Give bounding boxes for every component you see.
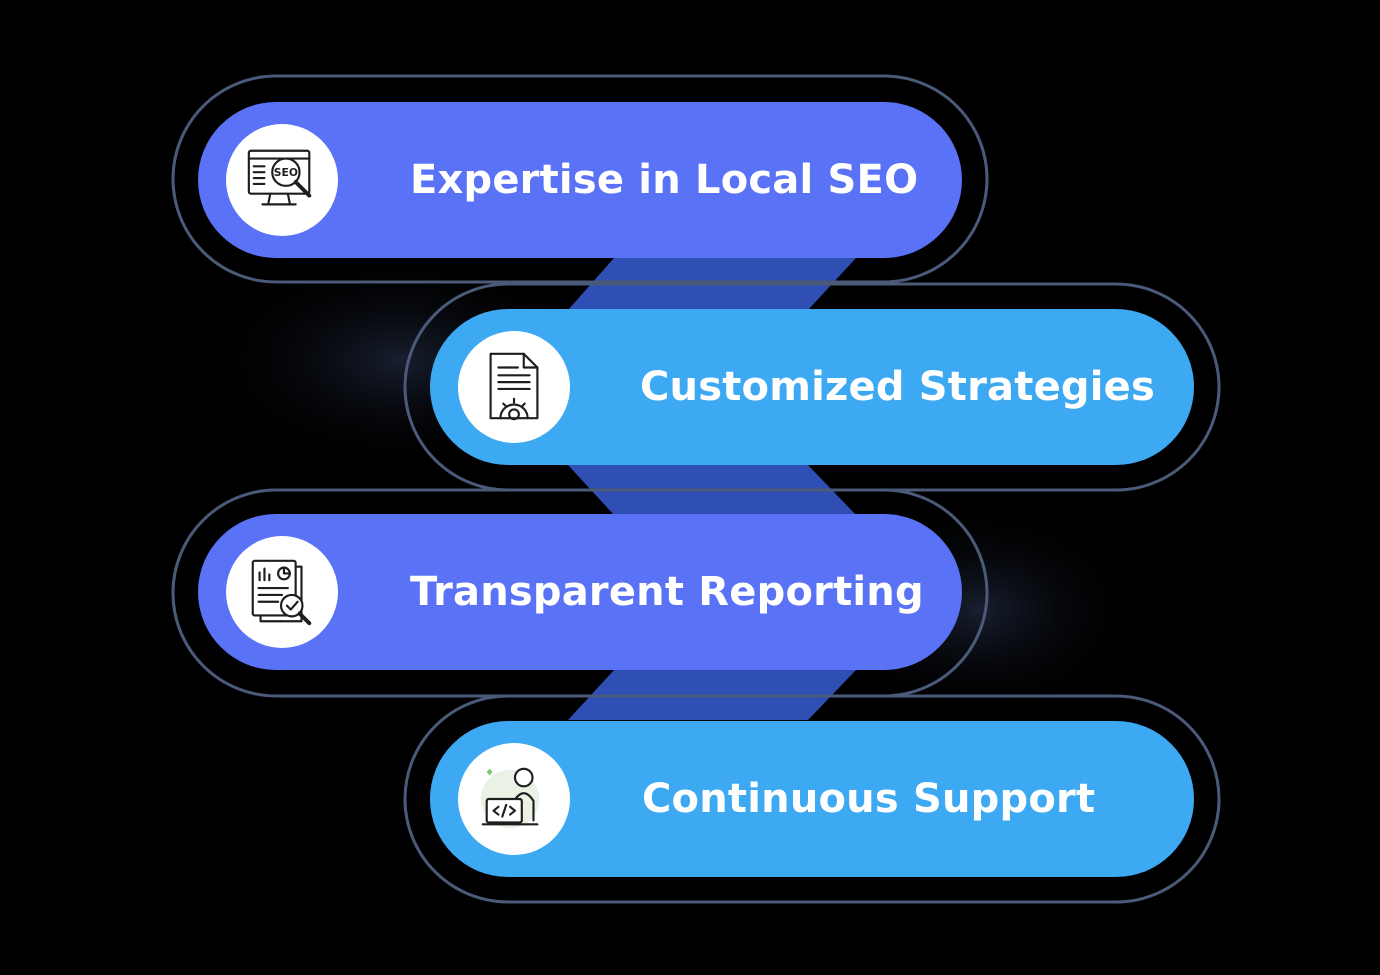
- step-expertise-local-seo: SEO Expertise in Local SEO: [198, 102, 962, 258]
- document-gear-icon: [458, 331, 570, 443]
- step-label: Expertise in Local SEO: [410, 157, 919, 203]
- seo-icon-text: SEO: [274, 166, 298, 179]
- outline-ring-4: [403, 694, 1221, 904]
- report-magnifier-icon: [226, 536, 338, 648]
- step-customized-strategies: Customized Strategies: [430, 309, 1194, 465]
- step-label: Transparent Reporting: [410, 569, 924, 615]
- seo-monitor-icon: SEO: [226, 124, 338, 236]
- step-label: Continuous Support: [642, 776, 1096, 822]
- outline-ring-1: [171, 74, 989, 284]
- step-label: Customized Strategies: [640, 364, 1155, 410]
- step-transparent-reporting: Transparent Reporting: [198, 514, 962, 670]
- developer-laptop-icon: [458, 743, 570, 855]
- step-continuous-support: Continuous Support: [430, 721, 1194, 877]
